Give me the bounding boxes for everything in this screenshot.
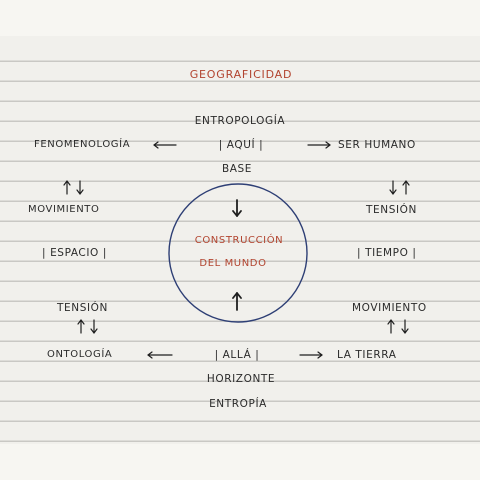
label-alla: | ALLÁ |: [214, 349, 260, 361]
arrow-right-icon-bottom: [299, 351, 323, 359]
diagram-title: GEOGRAFICIDAD: [189, 68, 293, 81]
label-movimiento-right: MOVIMIENTO: [352, 302, 427, 314]
arrow-left-icon-bottom: [147, 351, 173, 359]
label-aqui: | AQUÍ |: [218, 139, 264, 151]
up-down-arrows-icon-left-top: [63, 180, 84, 195]
label-movimiento-left: MOVIMIENTO: [28, 204, 100, 215]
label-entropologia: ENTROPOLOGÍA: [194, 115, 286, 127]
label-base: BASE: [221, 163, 253, 175]
label-ontologia: ONTOLOGÍA: [47, 349, 113, 360]
label-tiempo: | TIEMPO |: [357, 247, 417, 259]
label-tension-right: TENSIÓN: [366, 204, 417, 216]
arrow-left-icon-top: [153, 141, 177, 149]
label-entropia: ENTROPÍA: [209, 398, 267, 410]
up-down-arrows-icon-left-bottom: [77, 319, 98, 334]
label-la-tierra: LA TIERRA: [337, 349, 397, 361]
label-fenomenologia: FENOMENOLOGÍA: [34, 139, 131, 150]
down-up-arrows-icon-right-top: [389, 180, 410, 195]
up-arrow-icon-circle: [232, 292, 242, 311]
label-del-mundo: DEL MUNDO: [199, 258, 267, 269]
world-circle: [168, 183, 308, 323]
arrow-right-icon-top: [307, 141, 331, 149]
label-horizonte: HORIZONTE: [206, 373, 276, 385]
up-down-arrows-icon-right-bottom: [387, 319, 409, 334]
lined-paper: [0, 36, 480, 444]
label-espacio: | ESPACIO |: [42, 247, 108, 259]
label-construccion: CONSTRUCCIÓN: [194, 235, 284, 246]
down-arrow-icon-circle: [232, 199, 242, 217]
label-tension-left: TENSIÓN: [57, 302, 108, 314]
label-ser-humano: SER HUMANO: [338, 139, 416, 151]
